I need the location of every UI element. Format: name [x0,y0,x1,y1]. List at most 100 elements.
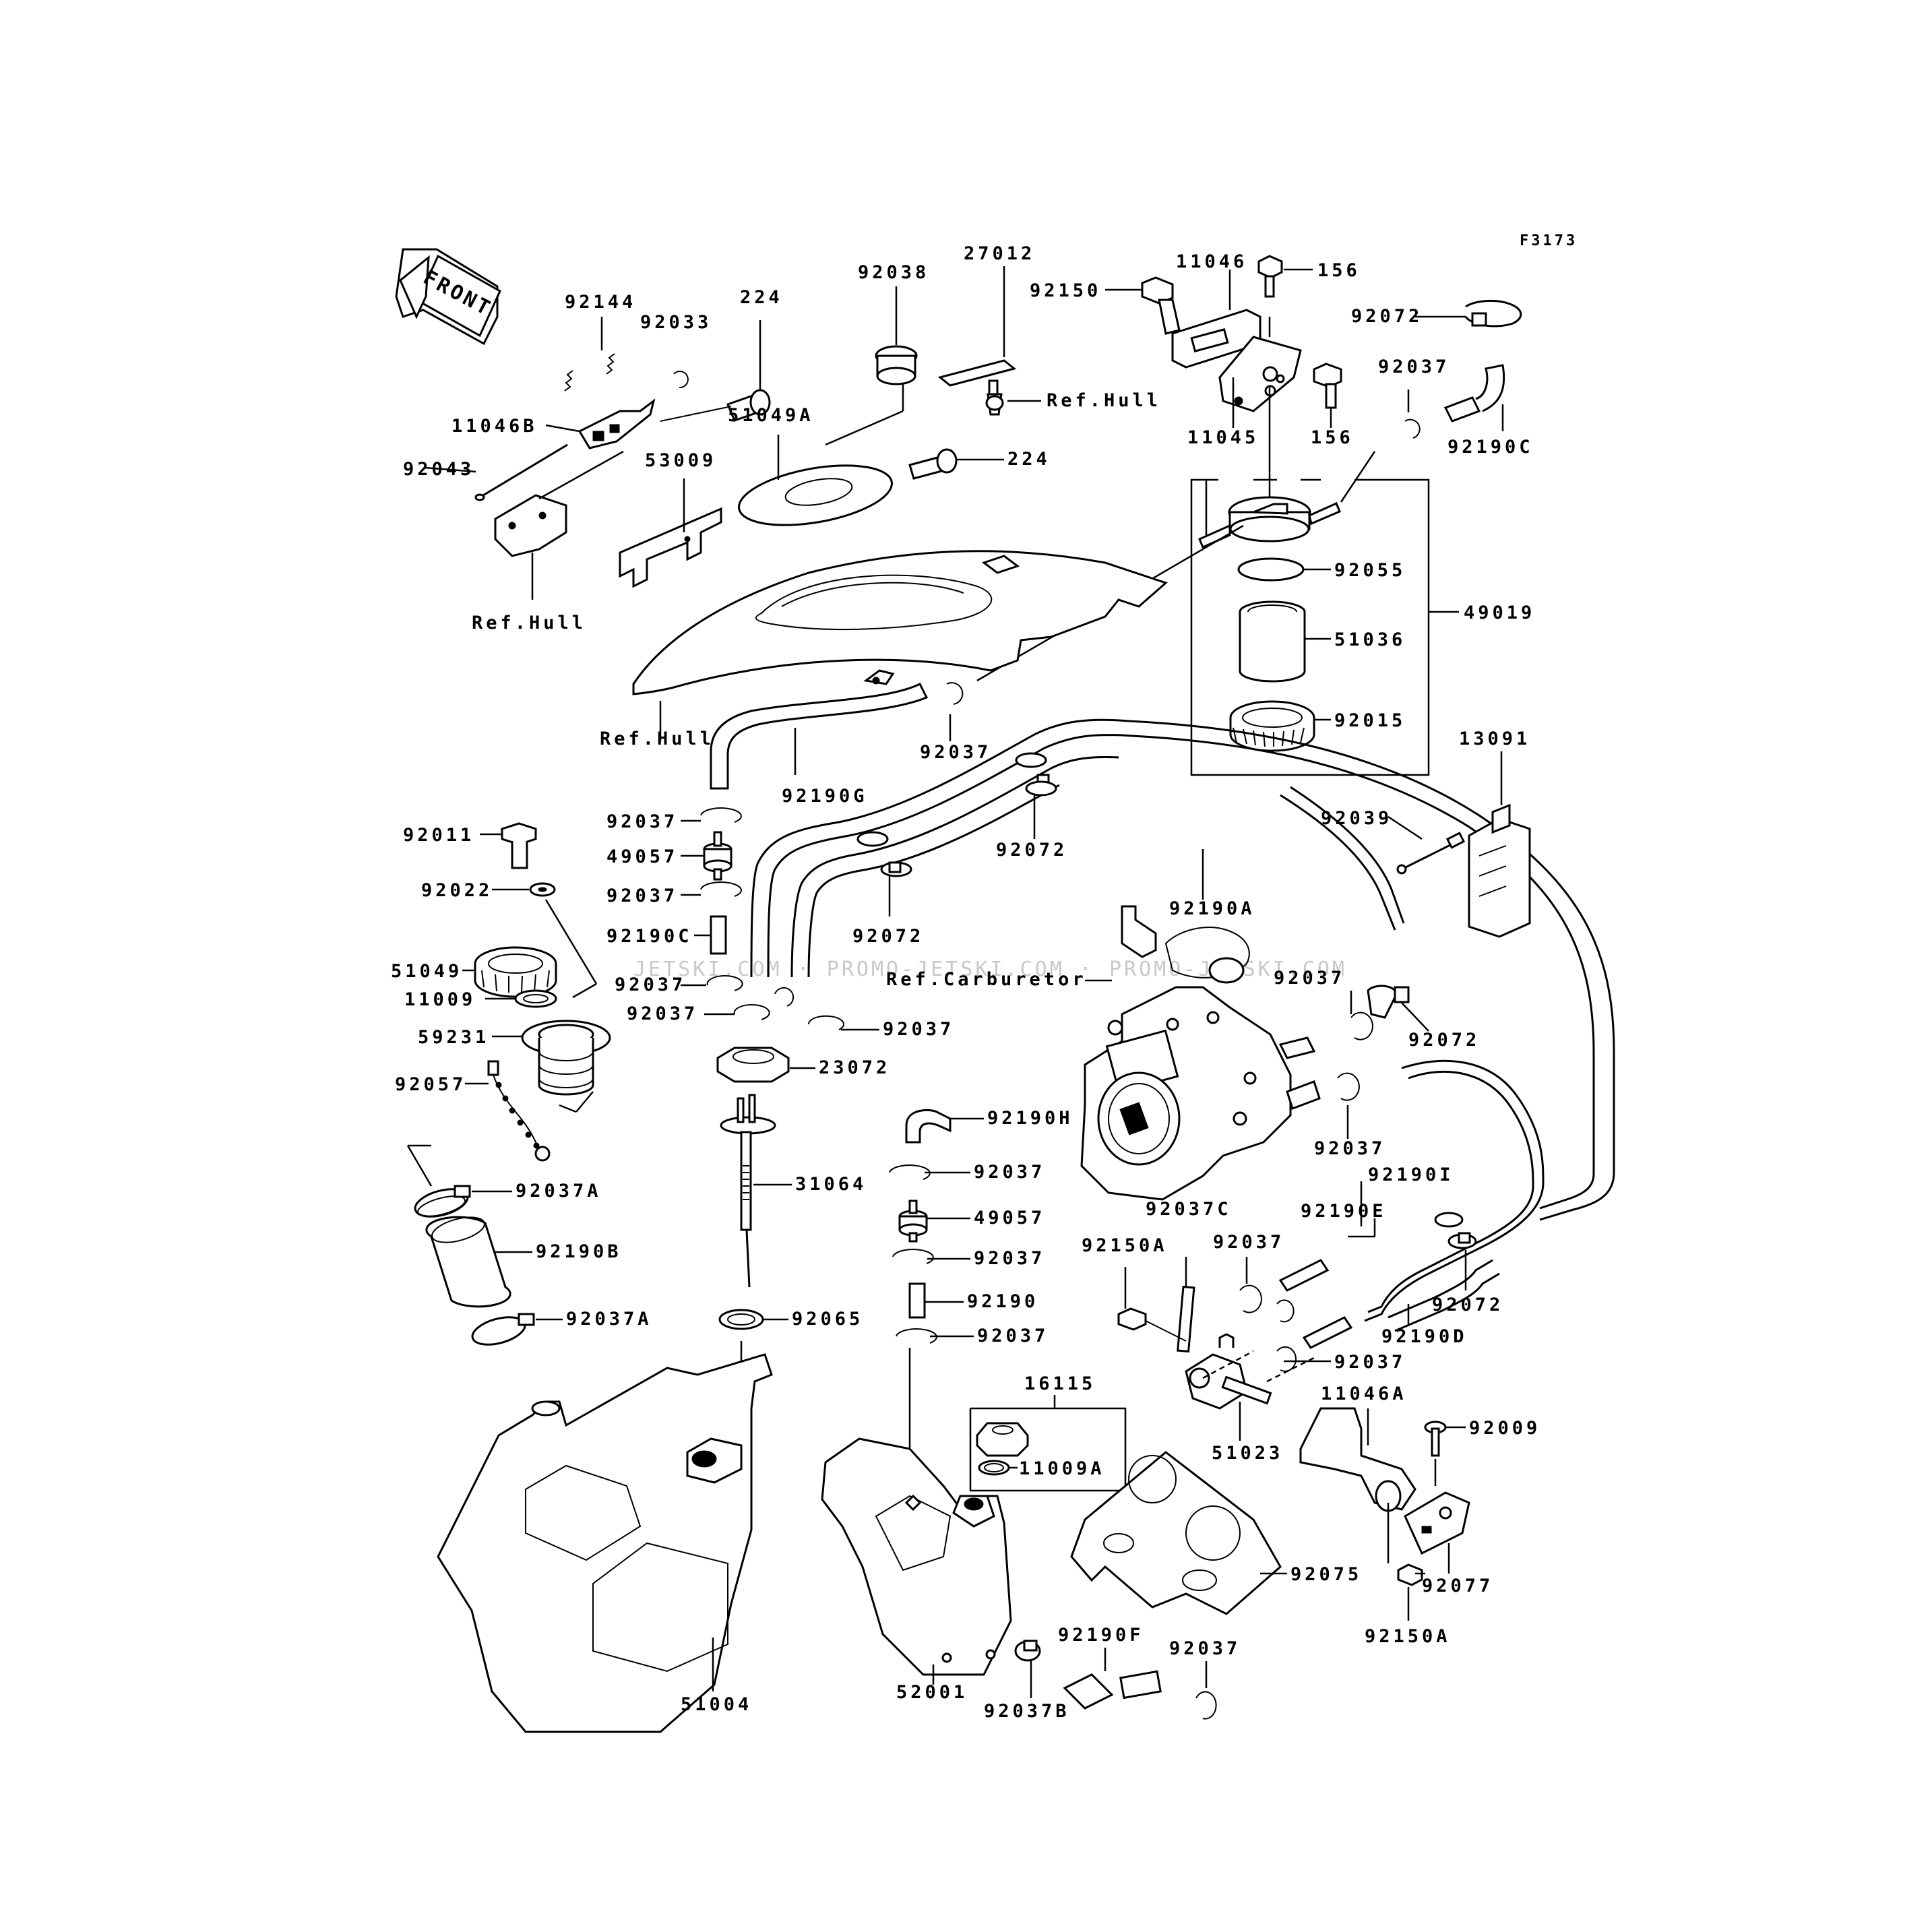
cap-51049-icon [462,946,557,998]
label-92037c: 92037C [1146,1199,1232,1220]
label-92037-c3: 92037 [615,974,686,995]
label-92144: 92144 [565,292,636,313]
label-92065: 92065 [792,1309,863,1330]
label-49057-b: 49057 [974,1208,1045,1228]
label-92072-top: 92072 [1351,306,1423,327]
clip-92037-c6-icon [807,1015,879,1031]
label-92190b: 92190B [536,1241,622,1262]
clamp-92037b-icon [1014,1640,1041,1698]
valve-49057-b-icon [898,1199,970,1243]
screw-224-top-icon [660,320,771,422]
bowl-nut-92015-icon [1229,700,1331,752]
label-92033: 92033 [640,312,712,333]
label-92190: 92190 [967,1291,1038,1312]
rod-92043-icon [424,443,568,501]
hose-92190g-icon [710,682,929,790]
spring-92144-icon [564,353,615,392]
label-92043: 92043 [403,459,474,480]
label-92077: 92077 [1422,1576,1493,1596]
label-11046b: 11046B [451,416,538,437]
label-11046a: 11046A [1321,1383,1407,1404]
label-92190f: 92190F [1058,1625,1144,1646]
access-plate-51049a-icon [738,435,893,526]
label-92150: 92150 [1030,280,1101,301]
label-92190i: 92190I [1368,1164,1454,1185]
filter-assembly-box-49019 [1190,478,1459,776]
o-ring-92055-icon [1237,557,1331,582]
hose-92190f-icon [1063,1648,1162,1710]
label-ref-carburetor: Ref.Carburetor [886,969,1087,990]
lever-11046b-icon [545,398,656,449]
clip-92037-c5-icon [774,987,794,1007]
label-92037-c1: 92037 [606,811,678,832]
label-92037-valve1: 92037 [1213,1232,1284,1253]
label-92037-carb1: 92037 [1274,968,1345,989]
label-92037-r1: 92037 [974,1162,1045,1183]
clip-92033-icon [673,371,689,389]
filler-neck-59231-icon [492,1020,611,1113]
label-16115: 16115 [1024,1373,1096,1394]
label-31064: 31064 [795,1174,867,1195]
clip-92037-r1-icon [889,1164,970,1180]
bracket-92037c-icon [1177,1257,1195,1353]
bracket-ref-hull-left-icon [494,450,624,600]
label-92075: 92075 [1290,1564,1362,1585]
label-11009a: 11009A [1019,1458,1105,1479]
hull-cover-icon [632,550,1168,741]
oil-tank-52001-icon [821,1437,1012,1685]
label-92039: 92039 [1321,808,1392,829]
carburetor-icon [1080,905,1321,1201]
clip-92037-bottom-icon [1195,1661,1217,1720]
bolt-92011-icon [480,822,537,869]
label-92011: 92011 [403,825,474,846]
hose-92190b-icon [425,1216,532,1308]
label-92150a-left: 92150A [1082,1235,1168,1256]
mount-13091-icon [1468,751,1531,938]
label-51049: 51049 [391,961,462,982]
label-92190c-top: 92190C [1447,437,1534,458]
hose-92190h-icon [905,1109,984,1144]
cap-16115-icon [976,1422,1029,1457]
label-92072-line-a: 92072 [996,840,1067,861]
label-51023: 51023 [1212,1443,1283,1464]
label-92072-lower: 92072 [1432,1295,1503,1315]
label-23072: 23072 [819,1057,890,1078]
label-224-mid: 224 [1007,449,1051,470]
label-92037a-bottom: 92037A [566,1309,652,1330]
label-13091: 13091 [1459,728,1530,749]
rail-53009-icon [619,478,722,588]
label-27012: 27012 [964,243,1035,264]
valve-49057-a-icon [681,831,733,881]
clip-92037-valve1-icon [1239,1257,1262,1313]
label-92190e: 92190E [1301,1201,1387,1222]
bracket-11045-icon [1218,336,1302,428]
bolt-156-top-icon [1257,255,1313,298]
screw-92009-icon [1424,1421,1466,1486]
fuel-tank-51004-icon [437,1353,773,1733]
label-92015: 92015 [1334,710,1406,731]
clip-92037-c2-icon [681,881,742,897]
clip-92037-mid-icon [946,682,964,741]
washer-92022-icon [492,882,598,999]
bolt-92039-icon [1388,815,1466,875]
clamp-92072-lower-icon [1434,1212,1477,1290]
clip-92037-carb2-icon [1337,1072,1360,1139]
front-arrow-icon: FRONT [395,248,501,346]
bolt-156-bottom-icon [1313,363,1342,428]
clip-92037-carb1-icon [1350,991,1373,1040]
label-92037-c4: 92037 [627,1003,698,1024]
label-51004: 51004 [681,1694,752,1715]
label-92037b: 92037B [984,1701,1070,1722]
clamp-92072-top-icon [1415,299,1522,328]
label-92037-c2: 92037 [606,885,678,906]
label-92072-carb: 92072 [1408,1030,1480,1051]
label-59231: 59231 [418,1027,489,1048]
label-51036: 51036 [1334,629,1406,650]
label-92037a-top: 92037A [516,1181,602,1202]
label-92038: 92038 [858,262,929,283]
label-ref-hull-left: Ref.Hull [472,613,586,633]
label-156-bottom: 156 [1311,427,1354,448]
label-92037-r3: 92037 [977,1326,1049,1346]
label-51049a: 51049A [728,405,814,426]
